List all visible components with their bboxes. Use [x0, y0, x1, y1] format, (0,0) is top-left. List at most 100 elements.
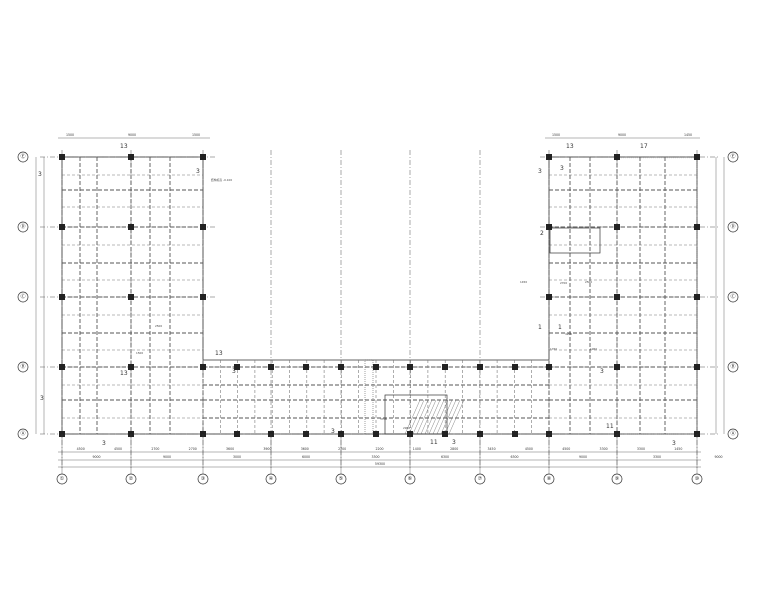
- dim-text-1: 4500: [562, 447, 570, 451]
- slab-mark: 13: [120, 143, 128, 150]
- axis-bottom-10: ⑩: [691, 473, 703, 485]
- hatch-line: [408, 399, 425, 435]
- column: [407, 364, 413, 370]
- column: [546, 224, 552, 230]
- axis-bottom-6-label: ⑥: [408, 476, 413, 482]
- axis-left-0-circle: [17, 151, 29, 163]
- hatch-line: [436, 399, 453, 435]
- slab-mark: 3: [38, 171, 42, 178]
- axis-left-4-circle: [17, 428, 29, 440]
- axis-right-4-circle: [727, 428, 739, 440]
- slab-mark: 17: [640, 143, 648, 150]
- slab-mark: 1: [538, 324, 542, 331]
- axis-bottom-4: ④: [265, 473, 277, 485]
- axis-right-3: Ⓑ: [727, 361, 739, 373]
- axis-right-0: Ⓔ: [727, 151, 739, 163]
- hatch-line: [404, 399, 421, 435]
- dim-top-right: 9000: [618, 133, 626, 137]
- slab-mark: 11: [606, 423, 614, 430]
- axis-bottom-4-label: ④: [269, 476, 274, 482]
- slab-mark: 13: [566, 143, 574, 150]
- slab-mark: 3: [538, 168, 542, 175]
- hatch-line: [424, 399, 441, 435]
- dim-text-1: 3300: [637, 447, 645, 451]
- axis-bottom-9-circle: [611, 473, 623, 485]
- slab-mark: 13: [120, 370, 128, 377]
- column: [200, 364, 206, 370]
- dim-text-1: 3600: [226, 447, 234, 451]
- dim-text-2: 6300: [510, 455, 518, 459]
- axis-right-1-label: Ⓓ: [730, 223, 735, 230]
- axis-right-3-label: Ⓑ: [730, 363, 735, 370]
- dimension-lines: 4500 4500 2700 2700 3600 3900 3600 2700 2200 1400…: [35, 133, 725, 468]
- dim-text-1: 1400: [413, 447, 421, 451]
- dim-top-left: 1500: [66, 133, 74, 137]
- axis-right-0-circle: [727, 151, 739, 163]
- hatch-line: [420, 399, 437, 435]
- dim-top-left: 9000: [128, 133, 136, 137]
- column: [59, 364, 65, 370]
- axis-bottom-9-label: ⑨: [615, 476, 619, 482]
- axis-left-3: Ⓑ: [17, 361, 29, 373]
- slab-mark: 13: [215, 350, 223, 357]
- dim-top-right: 1500: [552, 133, 560, 137]
- dim-text-1: 3300: [600, 447, 608, 451]
- plan-note: 2700: [560, 281, 567, 285]
- dim-text-2: 3300: [653, 455, 661, 459]
- axis-bottom-7: ⑦: [474, 473, 486, 485]
- axis-left-3-circle: [17, 361, 29, 373]
- axis-left-0: Ⓔ: [17, 151, 29, 163]
- axis-left-4-label: Ⓐ: [20, 430, 25, 437]
- column: [614, 224, 620, 230]
- column: [694, 294, 700, 300]
- column: [442, 364, 448, 370]
- hatch-line: [448, 399, 465, 435]
- dim-text-1: 4500: [114, 447, 122, 451]
- dim-text-1: 3600: [301, 447, 309, 451]
- axis-right-2: Ⓒ: [727, 291, 739, 303]
- slab-mark: 3: [331, 428, 335, 435]
- column: [614, 294, 620, 300]
- column: [59, 154, 65, 160]
- column: [128, 294, 134, 300]
- axis-bottom-3: ③: [197, 473, 209, 485]
- axis-left-1: Ⓓ: [17, 221, 29, 233]
- dim-text-2: 9000: [579, 455, 587, 459]
- plan-note: 2500: [585, 280, 592, 284]
- axis-bottom-7-label: ⑦: [478, 476, 483, 482]
- axis-bottom-5-label: ⑤: [339, 476, 343, 482]
- plan-note: 1960: [590, 347, 597, 351]
- hatch-line: [432, 399, 449, 435]
- column: [546, 364, 552, 370]
- dim-text-1: 2700: [189, 447, 197, 451]
- axis-bottom-1: ①: [56, 473, 68, 485]
- column: [512, 431, 518, 437]
- column: [442, 431, 448, 437]
- column: [200, 224, 206, 230]
- dim-text-2: 3000: [233, 455, 241, 459]
- axis-bottom-8-label: ⑧: [547, 476, 552, 482]
- plan-note: 2500: [155, 324, 162, 328]
- dim-text-1: 2200: [375, 447, 383, 451]
- column: [128, 224, 134, 230]
- axis-bottom-1-label: ①: [60, 476, 65, 482]
- column-layout: [59, 154, 700, 437]
- slab-mark: 3: [102, 440, 106, 447]
- column: [614, 364, 620, 370]
- hatch-line: [440, 399, 457, 435]
- plan-note: 结构标高 -0.100: [211, 178, 232, 182]
- dim-text-2: 6000: [302, 455, 310, 459]
- dim-text-total: 59300: [375, 462, 385, 466]
- axis-bottom-1-circle: [56, 473, 68, 485]
- dim-text-1: 3900: [263, 447, 271, 451]
- slab-mark: 3: [600, 368, 604, 375]
- column: [373, 364, 379, 370]
- dim-text-1: 2700: [338, 447, 346, 451]
- slab-mark: 3: [452, 439, 456, 446]
- axis-right-4: Ⓐ: [727, 428, 739, 440]
- column: [512, 364, 518, 370]
- axis-bottom-3-circle: [197, 473, 209, 485]
- axis-bottom-8-circle: [543, 473, 555, 485]
